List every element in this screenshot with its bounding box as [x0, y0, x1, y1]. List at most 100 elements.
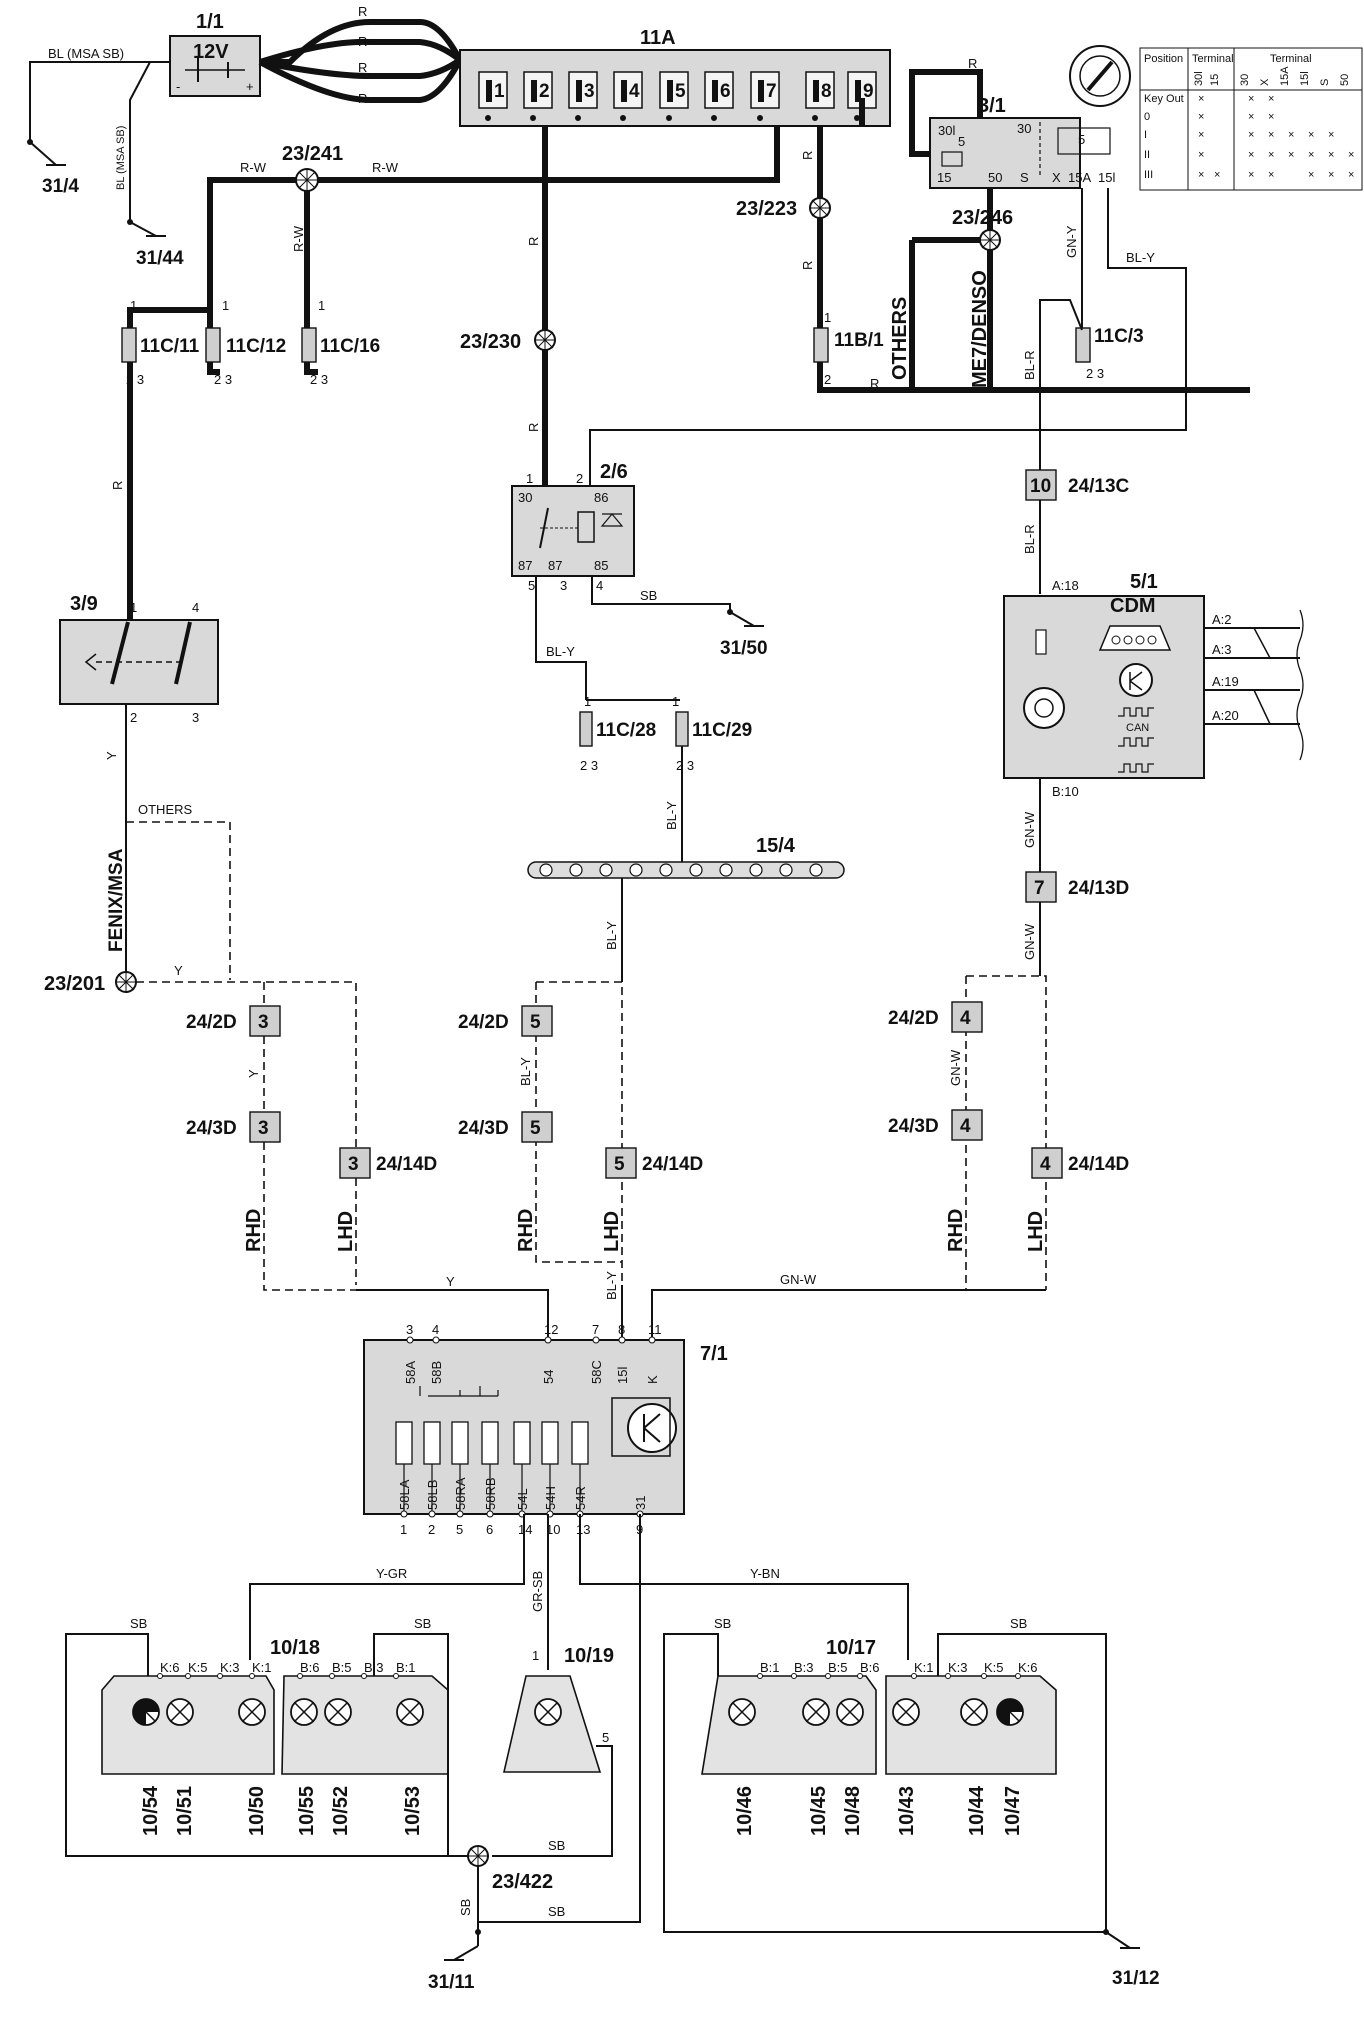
- module-resistor: [395, 1421, 413, 1465]
- lamp-id-label: 10/52: [330, 1786, 352, 1836]
- lamp-pin-label: K:6: [1018, 1660, 1038, 1675]
- ign-t-5b: 5: [1078, 132, 1085, 147]
- wire-gnw-lhd: [966, 975, 1047, 1290]
- wire-gnw-cdm-label: GN-W: [1022, 811, 1037, 848]
- cdm-pin-b10: B:10: [1052, 784, 1079, 799]
- ign-t-15: 15: [937, 170, 951, 185]
- svg-text:1: 1: [130, 600, 137, 615]
- lamp-bulb-cross: [328, 1702, 348, 1722]
- table-sub-right: X: [1259, 78, 1271, 86]
- module-resistor: [423, 1421, 441, 1465]
- connector-24-13c: 10 24/13C BL-R: [1022, 469, 1130, 594]
- fuse-slot-label: 9: [863, 81, 874, 102]
- lamp-bulb-cross: [964, 1702, 984, 1722]
- wire-rw-2: R-W: [372, 160, 399, 175]
- svg-text:3: 3: [192, 710, 199, 725]
- lamp-10-19: 10/19 1 5 SB: [492, 1645, 614, 1857]
- splice-23-422: 23/422: [492, 1871, 553, 1893]
- module-pin-dot: [428, 1510, 436, 1518]
- svg-text:86: 86: [594, 490, 608, 505]
- lamp-id-label: 10/55: [296, 1786, 318, 1836]
- lamp-bulb-cross: [294, 1702, 314, 1722]
- bus-pin: [569, 863, 583, 877]
- fuse-11c-29: 11C/29: [692, 720, 752, 741]
- fuse-blade: [486, 80, 492, 102]
- lamp-pin-dot: [945, 1673, 951, 1679]
- cdm-a20: A:20: [1212, 708, 1239, 723]
- lamp-pin-label: B:5: [332, 1660, 352, 1675]
- lamp-bulb-cross: [136, 1702, 156, 1722]
- module-top-label: 15l: [615, 1367, 630, 1384]
- fuse-11c-28: 11C/28: [596, 720, 656, 741]
- ground-31-50-sym: [729, 611, 764, 627]
- fuse-slot-label: 7: [766, 81, 777, 102]
- wire-r-8c: R: [870, 376, 879, 391]
- svg-text:1: 1: [584, 694, 591, 709]
- wire-sb-relay-label: SB: [640, 588, 657, 603]
- wire-y-201: Y: [174, 963, 183, 978]
- svg-text:2 3: 2 3: [1086, 366, 1104, 381]
- lamp-pin-dot: [981, 1673, 987, 1679]
- fusebox-id: 11A: [640, 27, 676, 49]
- table-position: Position: [1144, 53, 1183, 65]
- fuse-slot-5: [659, 71, 689, 109]
- fuse-slot-1: [478, 71, 508, 109]
- fuse-slot-label: 5: [675, 81, 686, 102]
- module-pin-dot: [456, 1510, 464, 1518]
- module-top-pin: 11: [648, 1322, 662, 1337]
- connectors-left: 3 24/2D 3 24/3D Y 3 24/14D RHD LHD Y: [186, 982, 549, 1340]
- table-mark: ×: [1248, 149, 1254, 161]
- splice-23-241: 23/241: [282, 143, 343, 165]
- table-mark: ×: [1248, 93, 1254, 105]
- pin-f2-1: 1: [222, 298, 229, 313]
- fuses-11c-left: 1 1 1 11C/11 11C/12 11C/16 2 3 2 3 2 3: [121, 298, 380, 387]
- lamp-id-label: 10/51: [174, 1786, 196, 1836]
- wire-rw-1: R-W: [240, 160, 267, 175]
- fuse-slot-label: 6: [720, 81, 731, 102]
- fuses-11c-28-29: 1 1 11C/28 11C/29 2 3 2 3 BL-Y: [579, 694, 752, 870]
- fuse-11c-16: 11C/16: [320, 336, 380, 357]
- cdm-a3: A:3: [1212, 642, 1232, 657]
- module-bottom-label: 54L: [515, 1488, 530, 1510]
- bus-15-4: 15/4 BL-Y: [527, 835, 845, 1285]
- lamp-bulb-fill: [133, 1699, 146, 1725]
- svg-text:2: 2: [130, 710, 137, 725]
- lamp-pin-label: B:1: [760, 1660, 780, 1675]
- label-rhd-mid: RHD: [515, 1209, 537, 1252]
- lamp-bulb-cross: [1000, 1702, 1020, 1722]
- module-pin-dot: [648, 1336, 656, 1344]
- ground-31-11: 31/11: [428, 1972, 475, 1993]
- c-mid-14d-pin: 5: [614, 1154, 625, 1175]
- svg-text:2 3: 2 3: [676, 758, 694, 773]
- lamp-id-label: 10/53: [402, 1786, 424, 1836]
- c-right-3d: 24/3D: [888, 1116, 939, 1137]
- label-rhd-left: RHD: [243, 1209, 265, 1252]
- ign-t-30: 30: [1017, 121, 1031, 136]
- ignition-switch: 3/1 30l 5 30 5 15 50 S X 15A 15l: [929, 95, 1115, 189]
- fuse-blade: [576, 80, 582, 102]
- lamp-pin-dot: [393, 1673, 399, 1679]
- wire-bl-msa-v: BL (MSA SB): [115, 126, 127, 190]
- fuse-blade: [667, 80, 673, 102]
- splice-23-201-label: 23/201: [44, 973, 105, 995]
- cdm-module: 5/1 CDM A:18 B:10 CAN A:2 A:3 A:19 A:20: [1003, 571, 1304, 799]
- label-me7-denso: ME7/DENSO: [969, 270, 991, 388]
- ign-t-30l: 30l: [938, 123, 955, 138]
- module-resistor: [451, 1421, 469, 1465]
- svg-text:85: 85: [594, 558, 608, 573]
- module-bottom-pin: 1: [400, 1522, 407, 1537]
- module-bottom-wires: Y-GR GR-SB Y-BN: [249, 1514, 909, 1923]
- module-top-pin: 12: [544, 1322, 558, 1337]
- svg-text:5: 5: [528, 578, 535, 593]
- connector-24-13d: 7 24/13D: [1025, 871, 1129, 903]
- splice-23-246-label: 23/246: [952, 207, 1013, 229]
- wire-y-left: Y: [246, 1069, 261, 1078]
- splice-23-246: 23/246: [952, 188, 1013, 251]
- module-top-label: 58B: [429, 1361, 444, 1384]
- wire-bly-relay-label: BL-Y: [546, 644, 575, 659]
- pin-f3-1: 1: [318, 298, 325, 313]
- ign-t-50: 50: [988, 170, 1002, 185]
- pin-f2-23: 2 3: [214, 372, 232, 387]
